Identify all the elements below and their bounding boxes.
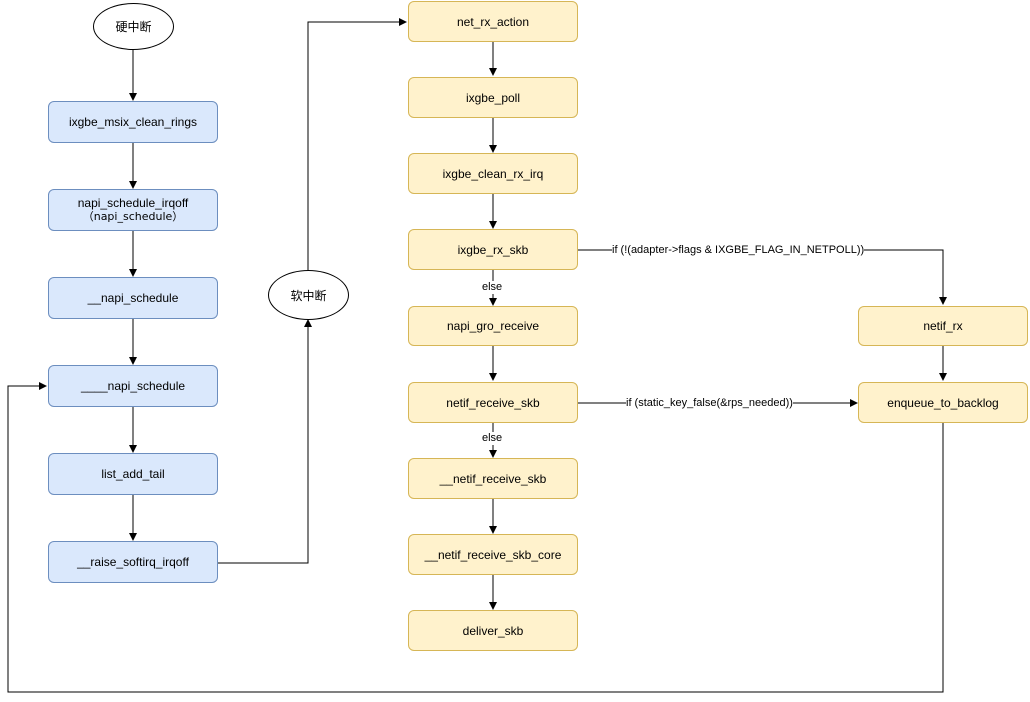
- node-ixgbe-rx-skb: ixgbe_rx_skb: [408, 229, 578, 270]
- node-list-add-tail: list_add_tail: [48, 453, 218, 495]
- edge-label-else-2: else: [482, 432, 503, 445]
- node-netif-rx: netif_rx: [858, 306, 1028, 346]
- hard-irq-ellipse: 硬中断: [93, 3, 174, 50]
- node-__netif-receive-skb-label: __netif_receive_skb: [439, 471, 547, 486]
- node-netif-receive-skb: netif_receive_skb: [408, 382, 578, 423]
- node-napi-schedule-irqoff-label: napi_schedule_irqoff: [77, 196, 189, 210]
- node-ixgbe-poll-label: ixgbe_poll: [465, 90, 521, 105]
- node-deliver-skb: deliver_skb: [408, 610, 578, 651]
- edge-softirq-to-net-rx-action: [307, 18, 407, 270]
- edge-label-else-1: else: [482, 281, 503, 294]
- node-napi-gro-receive: napi_gro_receive: [408, 306, 578, 346]
- node-__napi-schedule: __napi_schedule: [48, 277, 218, 319]
- node-deliver-skb-label: deliver_skb: [462, 623, 524, 638]
- node-____napi-schedule-label: ____napi_schedule: [80, 379, 186, 393]
- node-ixgbe-rx-skb-label: ixgbe_rx_skb: [457, 242, 529, 257]
- node-list-add-tail-label: list_add_tail: [101, 467, 165, 481]
- node-netif-receive-skb-label: netif_receive_skb: [446, 395, 540, 410]
- soft-irq-label: 软中断: [290, 288, 327, 303]
- node-ixgbe-poll: ixgbe_poll: [408, 77, 578, 118]
- node-__napi-schedule-label: __napi_schedule: [87, 291, 179, 305]
- edge-raise-softirq-to-softirq: [218, 319, 312, 564]
- edge-label-netpoll-condition: if (!(adapter->flags & IXGBE_FLAG_IN_NET…: [612, 244, 865, 257]
- node-enqueue-to-backlog: enqueue_to_backlog: [858, 382, 1028, 423]
- node-__raise-softirq-irqoff: __raise_softirq_irqoff: [48, 541, 218, 583]
- node-____napi-schedule: ____napi_schedule: [48, 365, 218, 407]
- node-ixgbe-msix-clean-rings: ixgbe_msix_clean_rings: [48, 101, 218, 143]
- node-napi-schedule-irqoff: napi_schedule_irqoff （napi_schedule）: [48, 189, 218, 231]
- node-napi-gro-receive-label: napi_gro_receive: [446, 319, 540, 333]
- node-__raise-softirq-irqoff-label: __raise_softirq_irqoff: [77, 555, 189, 569]
- node-net-rx-action-label: net_rx_action: [456, 14, 530, 29]
- node-napi-schedule-paren-label: （napi_schedule）: [82, 210, 184, 223]
- edge-enqueue-to-____napi-schedule: [7, 382, 944, 693]
- node-__netif-receive-skb-core: __netif_receive_skb_core: [408, 534, 578, 575]
- node-enqueue-to-backlog-label: enqueue_to_backlog: [887, 395, 999, 410]
- edge-label-rps-condition: if (static_key_false(&rps_needed)): [626, 397, 793, 410]
- node-ixgbe-clean-rx-irq: ixgbe_clean_rx_irq: [408, 153, 578, 194]
- node-ixgbe-msix-clean-rings-label: ixgbe_msix_clean_rings: [68, 115, 198, 129]
- node-__netif-receive-skb: __netif_receive_skb: [408, 458, 578, 499]
- hard-irq-label: 硬中断: [115, 20, 152, 34]
- node-netif-rx-label: netif_rx: [923, 319, 963, 333]
- edge-rx-skb-to-netif-rx: [578, 249, 947, 305]
- node-__netif-receive-skb-core-label: __netif_receive_skb_core: [424, 547, 562, 562]
- node-ixgbe-clean-rx-irq-label: ixgbe_clean_rx_irq: [442, 166, 544, 181]
- soft-irq-ellipse: 软中断: [268, 270, 349, 320]
- node-net-rx-action: net_rx_action: [408, 1, 578, 42]
